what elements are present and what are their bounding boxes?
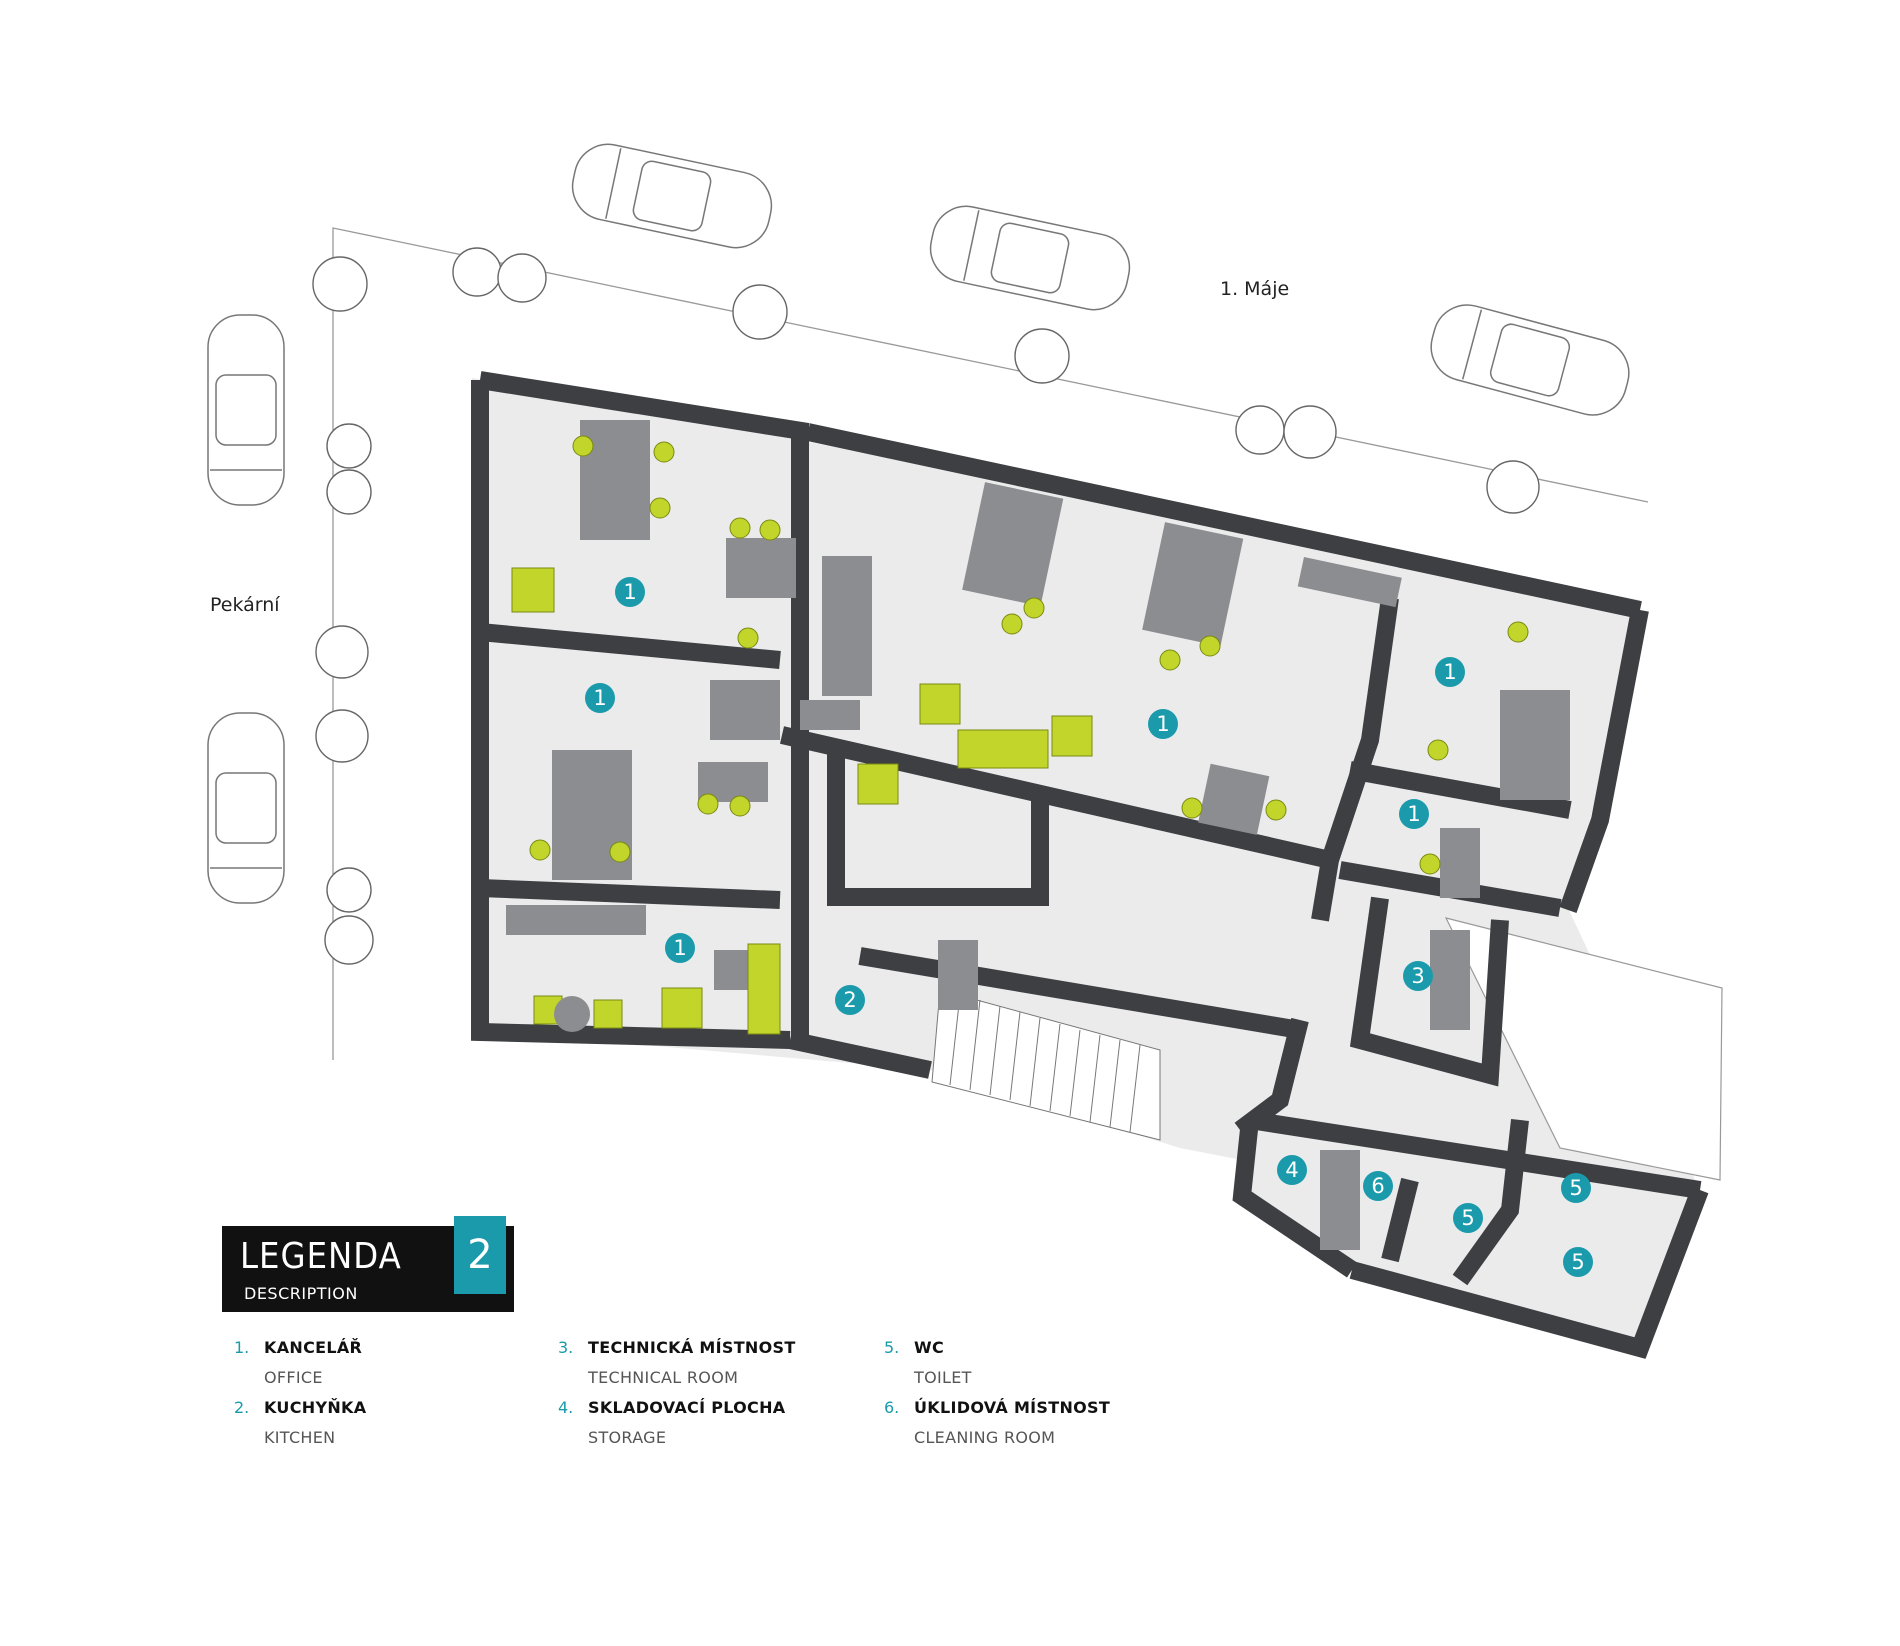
street-lines	[332, 227, 1649, 1060]
tree-icons	[312, 247, 1540, 965]
room-marker-circle	[1563, 1247, 1593, 1277]
car-icons	[207, 143, 1630, 904]
legend-item-number: 5.	[884, 1338, 900, 1357]
room-marker-circle	[615, 577, 645, 607]
room-marker-circle	[665, 933, 695, 963]
legend-item: 2. KUCHYŇKA KITCHEN	[234, 1398, 554, 1454]
street-label-west: Pekární	[210, 594, 280, 616]
room-marker-circle	[1403, 961, 1433, 991]
legend-item-number: 3.	[558, 1338, 574, 1357]
room-marker-label: 3	[1411, 964, 1424, 988]
room-marker-label: 6	[1371, 1174, 1384, 1198]
room-marker-circle	[1435, 657, 1465, 687]
legend-item-english: TECHNICAL ROOM	[588, 1368, 739, 1387]
room-marker-circle	[1363, 1171, 1393, 1201]
legend-item-number: 2.	[234, 1398, 250, 1417]
street-label-north: 1. Máje	[1220, 278, 1290, 300]
round-table	[554, 996, 590, 1032]
building-floor	[472, 378, 1723, 1348]
room-marker-label: 1	[1407, 802, 1420, 826]
legend-item-czech: KUCHYŇKA	[264, 1398, 367, 1417]
room-marker-circle	[1561, 1173, 1591, 1203]
room-marker-1: 1	[665, 933, 695, 963]
legend-item-english: STORAGE	[588, 1428, 667, 1447]
building-walls	[471, 371, 1709, 1359]
room-marker-2: 2	[835, 985, 865, 1015]
room-marker-1: 1	[585, 683, 615, 713]
room-marker-circle	[1399, 799, 1429, 829]
legend-title: LEGENDA	[240, 1236, 402, 1277]
room-marker-1: 1	[1435, 657, 1465, 687]
legend-item: 5. WC TOILET	[884, 1338, 1204, 1394]
legend-item-number: 4.	[558, 1398, 574, 1417]
room-marker-label: 5	[1571, 1250, 1584, 1274]
legend-item-czech: SKLADOVACÍ PLOCHA	[588, 1398, 786, 1417]
legend-floor-number: 2	[454, 1216, 506, 1294]
room-marker-label: 2	[843, 988, 856, 1012]
room-marker-1: 1	[615, 577, 645, 607]
room-markers: 1 1 1 1 1 1 2 3 4 6 5 5 5	[585, 577, 1593, 1277]
room-marker-circle	[1277, 1155, 1307, 1185]
room-marker-5: 5	[1561, 1173, 1591, 1203]
room-marker-label: 1	[593, 686, 606, 710]
room-marker-label: 5	[1461, 1206, 1474, 1230]
legend-item-czech: TECHNICKÁ MÍSTNOST	[588, 1338, 796, 1357]
legend-item-number: 1.	[234, 1338, 250, 1357]
room-marker-circle	[835, 985, 865, 1015]
room-marker-6: 6	[1363, 1171, 1393, 1201]
legend-item: 3. TECHNICKÁ MÍSTNOST TECHNICAL ROOM	[558, 1338, 878, 1394]
legend-item-number: 6.	[884, 1398, 900, 1417]
room-marker-label: 5	[1569, 1176, 1582, 1200]
legend-header: LEGENDA DESCRIPTION 2	[222, 1216, 514, 1312]
legend-item-czech: ÚKLIDOVÁ MÍSTNOST	[914, 1398, 1111, 1417]
room-marker-circle	[585, 683, 615, 713]
legend-item: 6. ÚKLIDOVÁ MÍSTNOST CLEANING ROOM	[884, 1398, 1204, 1454]
room-marker-5: 5	[1563, 1247, 1593, 1277]
room-marker-1: 1	[1399, 799, 1429, 829]
room-marker-3: 3	[1403, 961, 1433, 991]
room-marker-5: 5	[1453, 1203, 1483, 1233]
room-marker-circle	[1148, 709, 1178, 739]
staircase	[931, 989, 1161, 1141]
room-marker-label: 1	[673, 936, 686, 960]
legend-item-english: KITCHEN	[264, 1428, 336, 1447]
room-marker-circle	[1453, 1203, 1483, 1233]
room-marker-label: 1	[1443, 660, 1456, 684]
legend-item-english: CLEANING ROOM	[914, 1428, 1056, 1447]
legend-item-czech: WC	[914, 1338, 944, 1357]
legend-item-czech: KANCELÁŘ	[264, 1338, 363, 1357]
room-marker-1: 1	[1148, 709, 1178, 739]
room-marker-label: 1	[623, 580, 636, 604]
legend-item-english: OFFICE	[264, 1368, 323, 1387]
legend-item-english: TOILET	[914, 1368, 972, 1387]
legend-item: 4. SKLADOVACÍ PLOCHA STORAGE	[558, 1398, 878, 1454]
chair-furniture	[511, 435, 1529, 1035]
room-marker-4: 4	[1277, 1155, 1307, 1185]
room-marker-label: 1	[1156, 712, 1169, 736]
room-marker-label: 4	[1285, 1158, 1298, 1182]
legend-subtitle: DESCRIPTION	[244, 1284, 358, 1303]
desk-furniture	[506, 420, 1570, 1250]
legend-item: 1. KANCELÁŘ OFFICE	[234, 1338, 554, 1394]
